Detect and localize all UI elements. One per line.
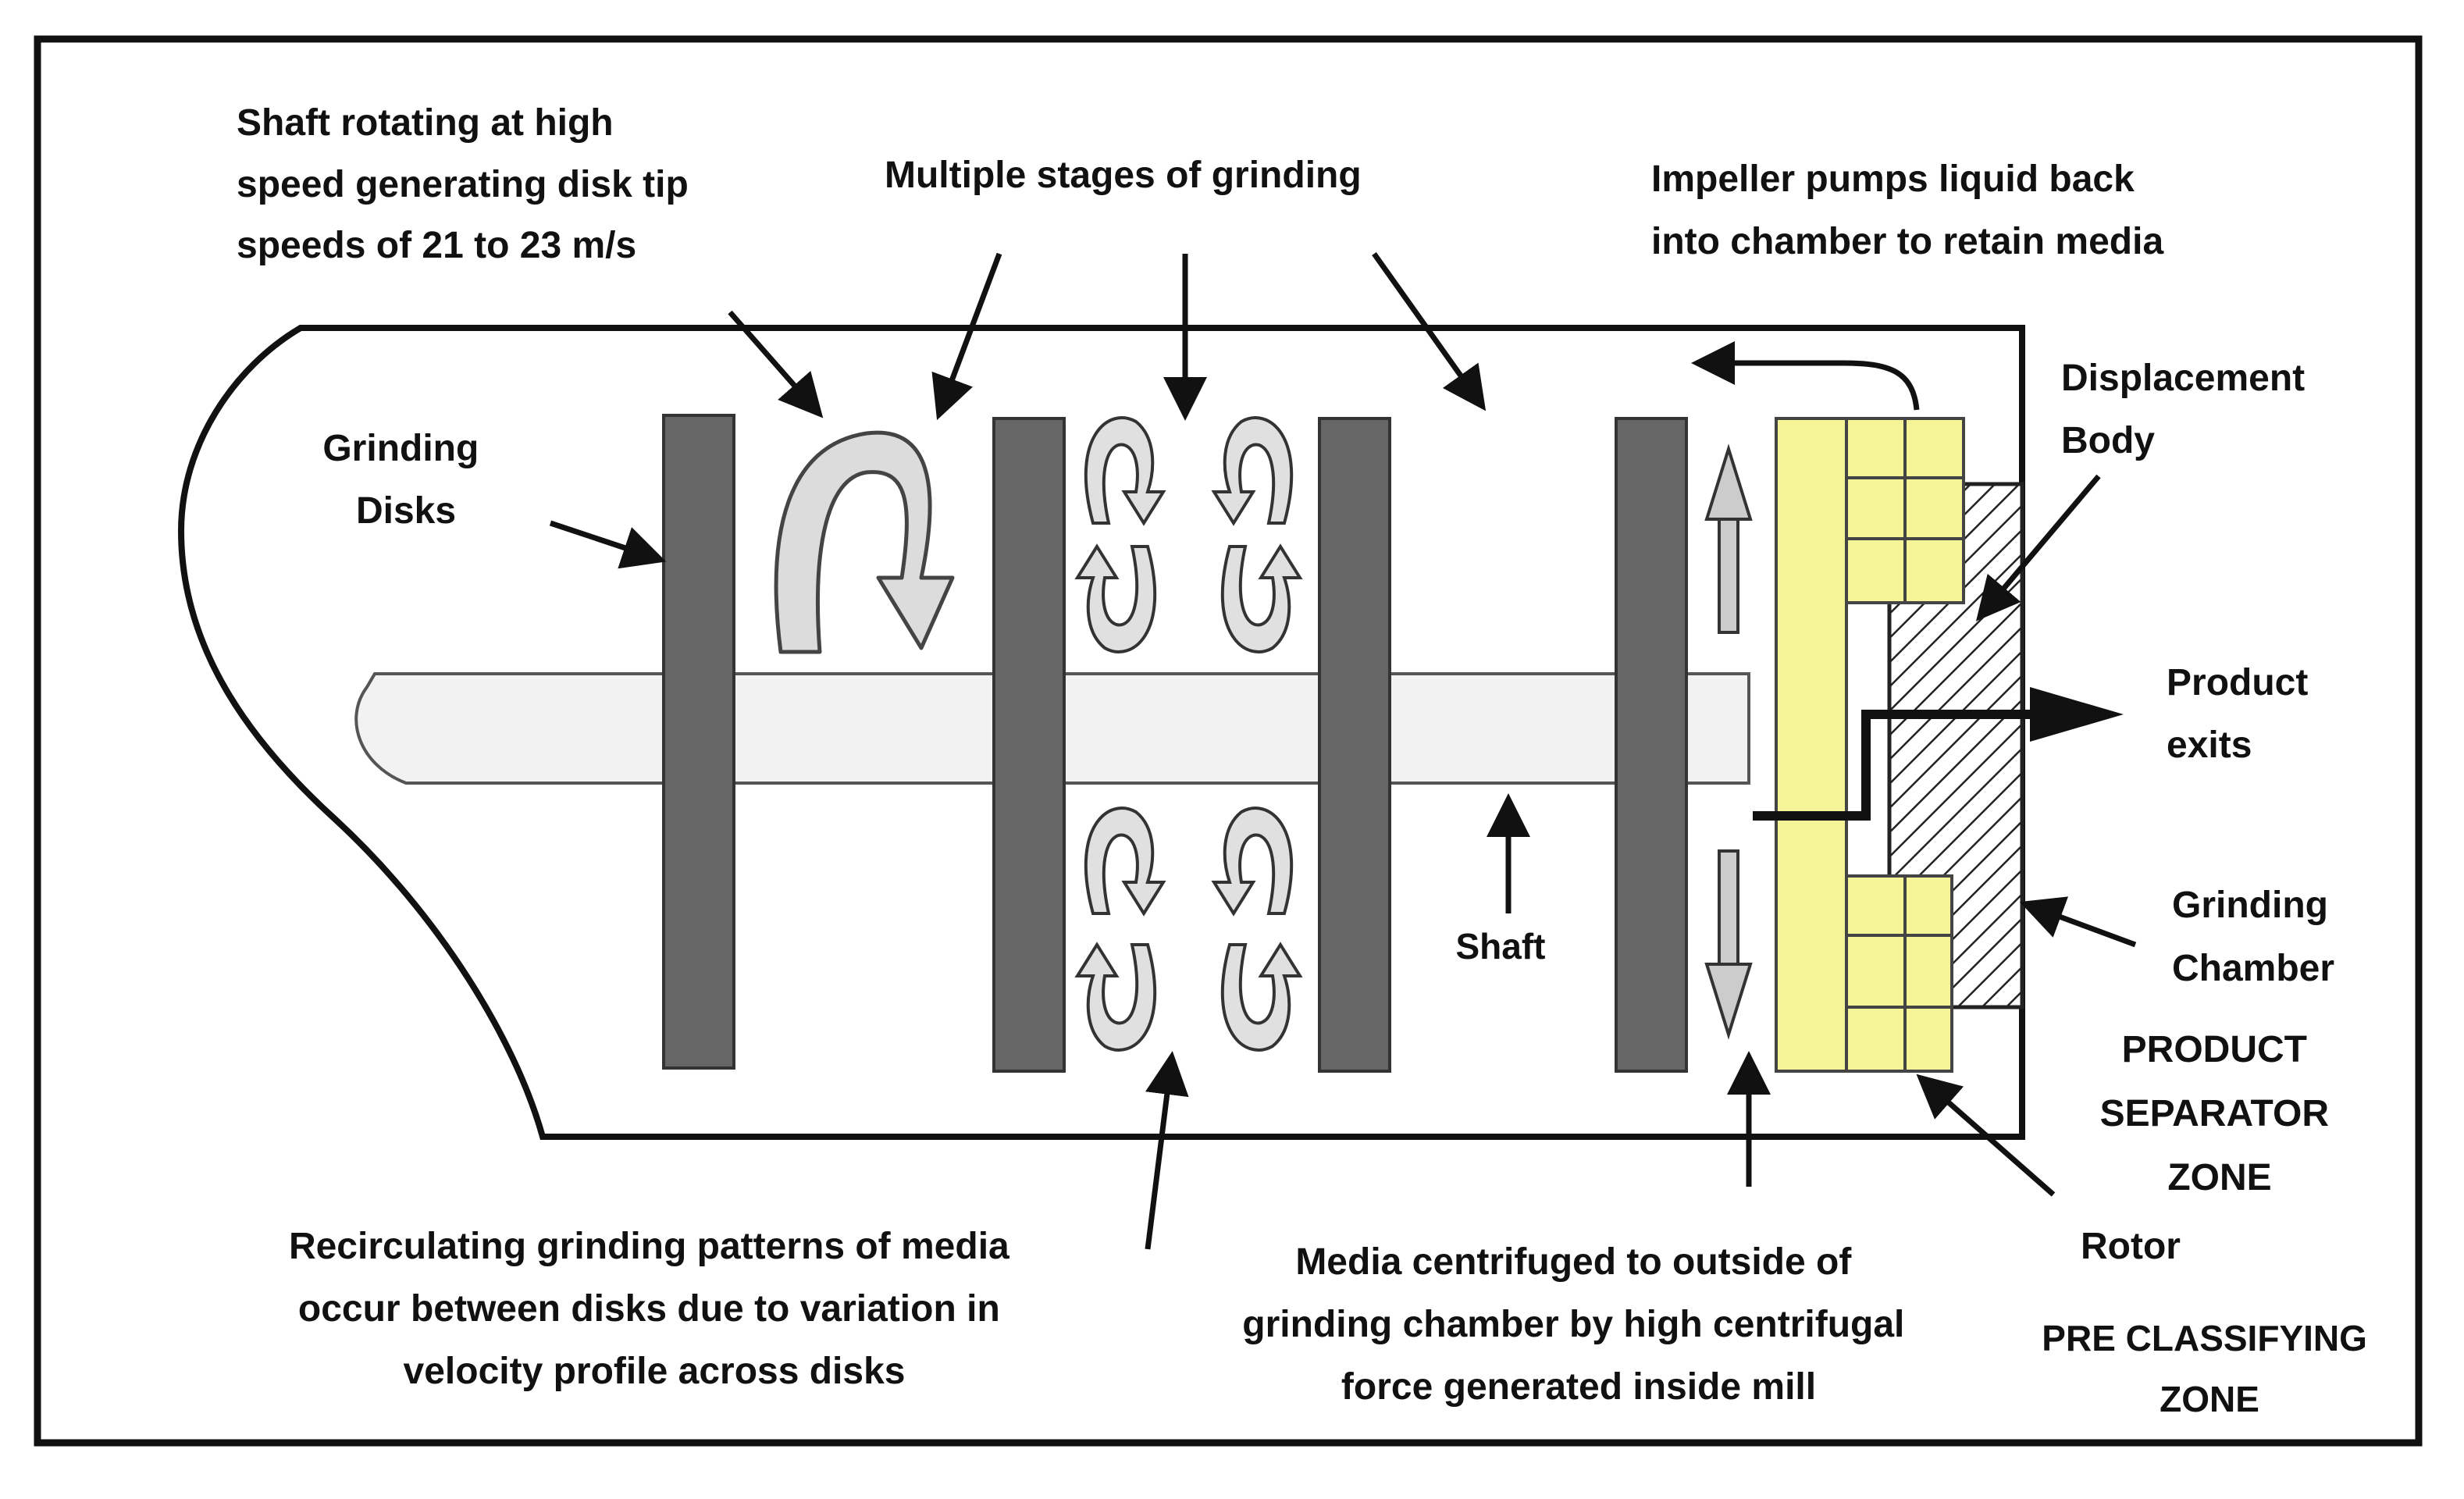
arrow-shaft-rotating	[728, 310, 824, 418]
label-grinding-disks: Grinding Disks	[322, 428, 489, 532]
arrow-grinding-disks	[549, 520, 667, 569]
rotor	[1775, 417, 1965, 1073]
label-recirculating: Recirculating grinding patterns of media…	[289, 1226, 1020, 1392]
arrow-grinding-chamber	[2019, 896, 2137, 948]
grinding-disk-3	[1318, 417, 1391, 1073]
arrow-stage-3	[1372, 251, 1487, 411]
label-pre-classifying-zone: PRE CLASSIFYING ZONE	[2042, 1318, 2377, 1419]
arrow-rotor	[1916, 1074, 2056, 1197]
label-shaft-rotating: Shaft rotating at high speed generating …	[237, 102, 699, 266]
arrow-recirculating	[1145, 1051, 1189, 1250]
recirculation-patterns-upper	[1074, 416, 1303, 653]
grinding-disk-1	[662, 414, 735, 1070]
media-centrifuge-arrow-up	[1704, 443, 1753, 634]
arrow-stage-1	[931, 252, 1002, 421]
shaft-rotation-arrow	[774, 430, 955, 654]
impeller-return-arrow	[1691, 341, 1920, 411]
product-exit-arrowhead	[2030, 687, 2124, 742]
label-rotor: Rotor	[2081, 1226, 2181, 1267]
recirculation-patterns-lower	[1074, 806, 1303, 1052]
grinding-disk-2	[992, 417, 1066, 1073]
outer-frame	[34, 35, 2423, 1447]
grinding-disk-4	[1615, 417, 1688, 1073]
label-impeller: Impeller pumps liquid back into chamber …	[1651, 158, 2163, 262]
label-multiple-stages: Multiple stages of grinding	[885, 155, 1362, 196]
label-media-centrifuged: Media centrifuged to outside of grinding…	[1242, 1241, 1914, 1408]
arrow-displacement-body	[1975, 474, 2101, 621]
label-grinding-chamber: Grinding Chamber	[2172, 885, 2338, 989]
product-exit-path	[1753, 710, 2034, 821]
label-shaft: Shaft	[1456, 926, 1546, 967]
pointer-arrows	[549, 251, 2137, 1250]
media-centrifuge-arrow-down	[1704, 849, 1753, 1040]
label-product-exits: Product exits	[2167, 662, 2319, 766]
label-product-separator-zone: PRODUCT SEPARATOR ZONE	[2100, 1029, 2340, 1198]
label-displacement-body: Displacement Body	[2061, 358, 2315, 461]
